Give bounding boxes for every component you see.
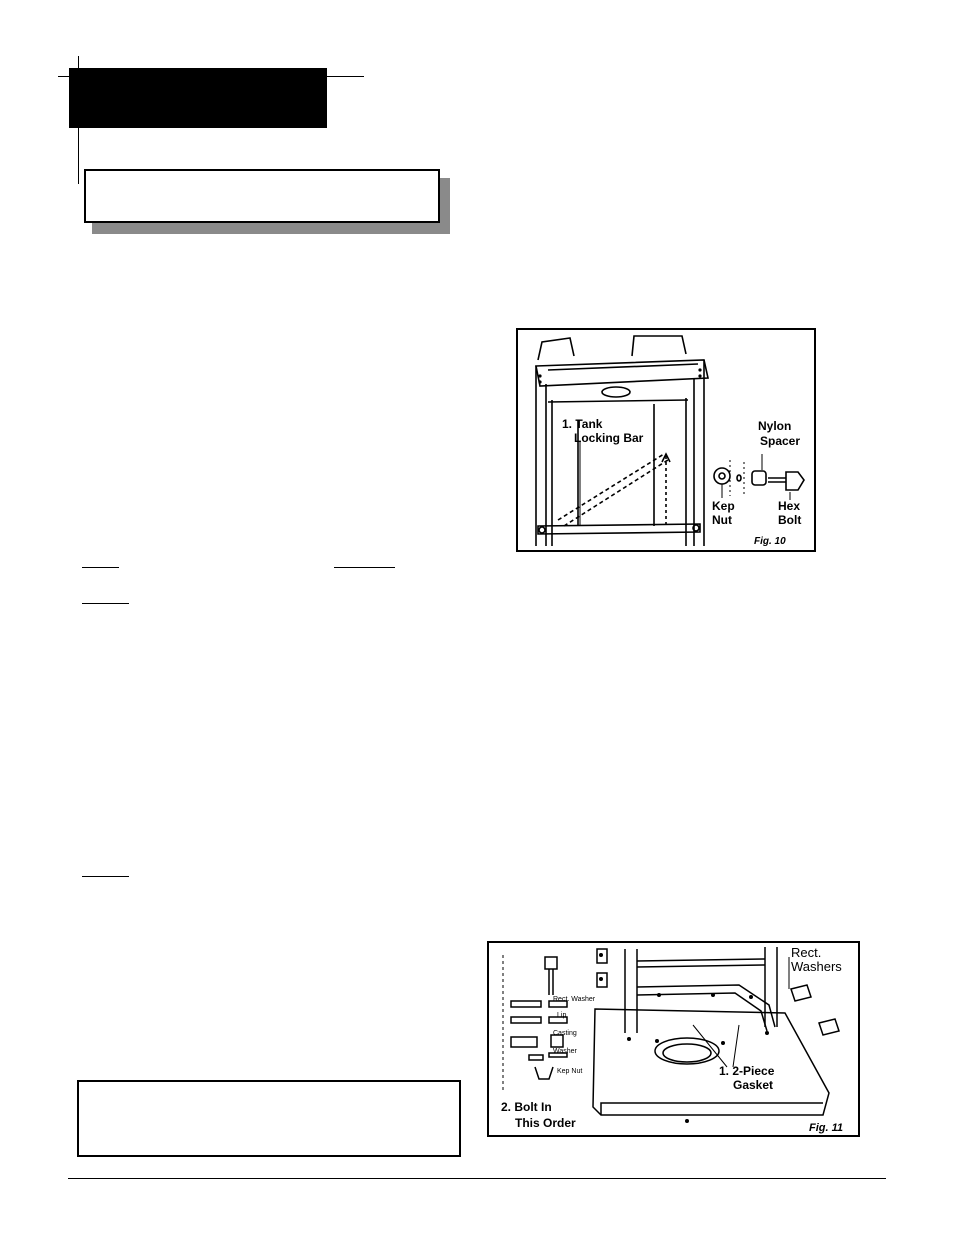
figure-11: Rect. Washers 1. 2-Piece Gasket 2. Bolt … bbox=[487, 941, 860, 1137]
nylon-label: Nylon bbox=[758, 419, 791, 433]
legend-lip: Lip bbox=[557, 1012, 566, 1019]
tank-locking-bar-label: 1. Tank bbox=[562, 417, 603, 431]
legend-washer: Washer bbox=[553, 1048, 578, 1055]
hex-label: Hex bbox=[778, 499, 800, 513]
underline-mark bbox=[334, 567, 395, 568]
crop-mark-horizontal bbox=[58, 76, 364, 77]
note-box bbox=[77, 1080, 461, 1157]
figure-10-caption: Fig. 10 bbox=[754, 536, 786, 547]
tank-locking-bar-label-2: Locking Bar bbox=[574, 431, 644, 445]
bolt-order-label-2: This Order bbox=[515, 1116, 576, 1130]
figure-11-caption: Fig. 11 bbox=[809, 1122, 843, 1134]
rect-label: Rect. bbox=[791, 945, 821, 960]
legend-kep-nut: Kep Nut bbox=[557, 1068, 582, 1075]
spacer-label: Spacer bbox=[760, 434, 800, 448]
bolt-label: Bolt bbox=[778, 513, 801, 527]
title-box bbox=[84, 169, 440, 223]
kep-label: Kep bbox=[712, 499, 735, 513]
washers-label: Washers bbox=[791, 959, 842, 974]
figure-11-drawing: Rect. Washers 1. 2-Piece Gasket 2. Bolt … bbox=[501, 945, 843, 1134]
section-header-bar bbox=[69, 68, 327, 128]
legend-casting: Casting bbox=[553, 1030, 577, 1037]
figure-10: 1. Tank Locking Bar Nylon Spacer Kep Nut… bbox=[516, 328, 816, 552]
bolt-order-label-1: 2. Bolt In bbox=[501, 1100, 552, 1114]
underline-mark bbox=[82, 876, 129, 877]
legend-rect-washer: Rect. Washer bbox=[553, 996, 596, 1003]
nut-label: Nut bbox=[712, 513, 732, 527]
underline-mark bbox=[82, 603, 129, 604]
figure-10-drawing: 1. Tank Locking Bar Nylon Spacer Kep Nut… bbox=[535, 335, 805, 547]
crop-mark-vertical bbox=[78, 56, 79, 184]
gasket-label-2: Gasket bbox=[733, 1078, 773, 1092]
underline-mark bbox=[82, 567, 119, 568]
gasket-label-1: 1. 2-Piece bbox=[719, 1064, 775, 1078]
footer-rule bbox=[68, 1178, 886, 1179]
